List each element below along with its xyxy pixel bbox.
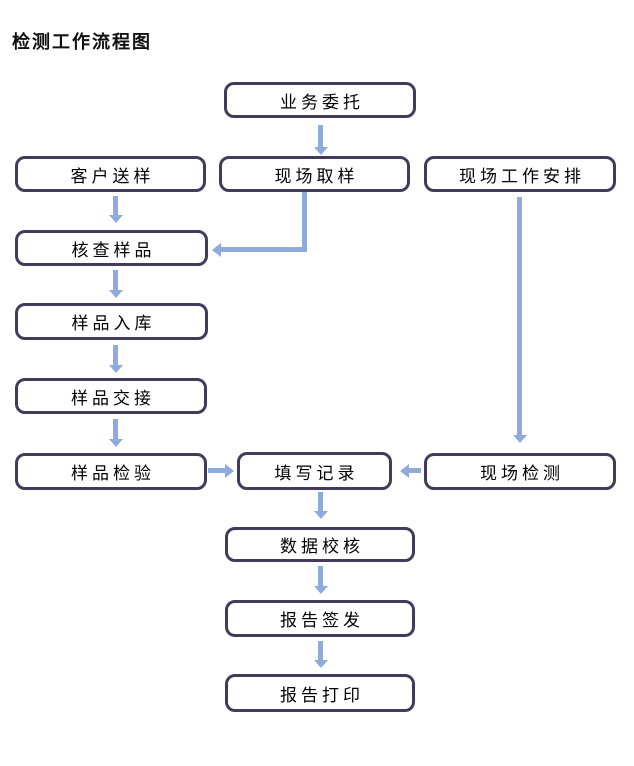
- page-title: 检测工作流程图: [12, 32, 152, 52]
- node-record-filling: 填写记录: [237, 452, 392, 490]
- node-sample-storage: 样品入库: [15, 303, 208, 340]
- node-customer-sample-delivery: 客户送样: [15, 156, 206, 192]
- arrow-onsite-testing-to-record: [409, 468, 421, 473]
- node-business-commission: 业务委托: [224, 82, 416, 118]
- node-onsite-sampling: 现场取样: [219, 156, 410, 192]
- node-report-printing: 报告打印: [225, 674, 415, 712]
- arrow-inspection-to-record: [208, 468, 225, 473]
- arrow-work-arrangement-to-onsite-testing: [517, 197, 522, 435]
- arrow-storage-to-handover: [113, 345, 118, 365]
- arrow-report-signing-to-report-printing: [318, 641, 323, 660]
- arrow-verification-to-storage: [113, 270, 118, 290]
- arrow-customer-sample-to-verification: [113, 196, 118, 215]
- node-sample-verification: 核查样品: [15, 230, 208, 266]
- arrow-data-checking-to-report-signing: [318, 566, 323, 586]
- node-sample-handover: 样品交接: [15, 378, 207, 414]
- arrow-business-commission-to-onsite-sampling: [318, 125, 323, 147]
- elbow-onsite-sampling-vertical: [302, 192, 307, 252]
- arrow-record-to-data-checking: [318, 492, 323, 511]
- node-onsite-testing: 现场检测: [424, 453, 616, 490]
- arrow-handover-to-inspection: [113, 419, 118, 439]
- node-onsite-work-arrangement: 现场工作安排: [424, 156, 616, 192]
- node-data-checking: 数据校核: [225, 527, 415, 562]
- arrow-onsite-sampling-to-verification: [221, 247, 307, 252]
- node-report-signing: 报告签发: [225, 600, 415, 637]
- node-sample-inspection: 样品检验: [15, 453, 207, 490]
